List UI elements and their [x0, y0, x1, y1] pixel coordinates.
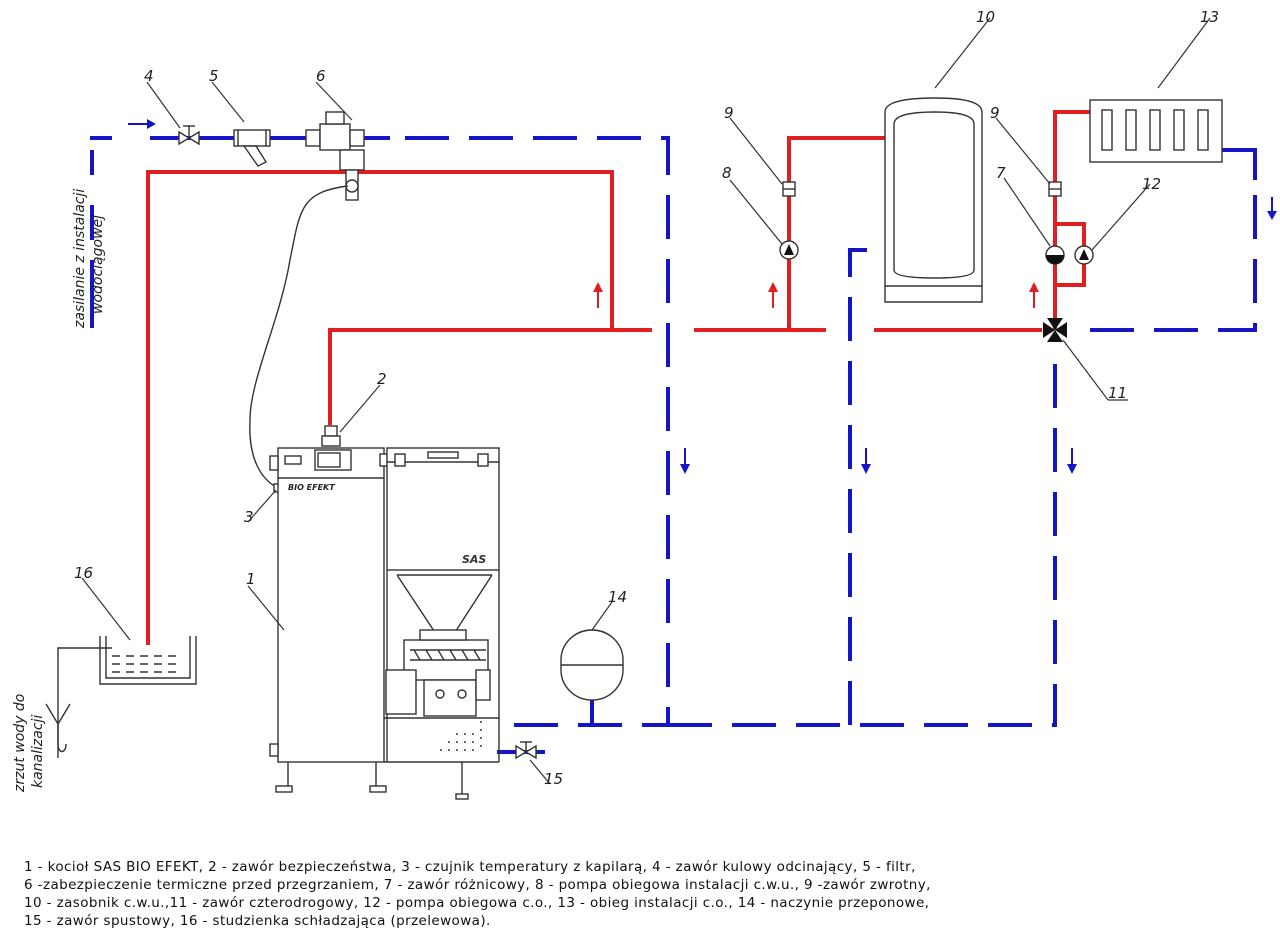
legend-line-1: 1 - kocioł SAS BIO EFEKT, 2 - zawór bezp…	[24, 859, 916, 875]
callout-4: 4	[144, 67, 154, 85]
callout-8: 8	[722, 164, 732, 182]
boiler-brand-label: BIO EFEKT	[288, 483, 335, 492]
flow-arrows	[128, 119, 1277, 474]
supply-label-line2: wodociągowej	[90, 215, 106, 314]
callout-14: 14	[608, 588, 627, 606]
legend-line-2: 6 -zabezpieczenie termiczne przed przegr…	[24, 877, 931, 893]
legend-line-4: 15 - zawór spustowy, 16 - studzienka sch…	[24, 913, 491, 929]
ch-pump-icon	[1074, 245, 1094, 265]
callout-12: 12	[1142, 175, 1161, 193]
check-valve-icon	[1048, 181, 1062, 197]
callout-2: 2	[377, 370, 387, 388]
callout-9-ch: 9	[990, 104, 1000, 122]
legend-line-3: 10 - zasobnik c.w.u.,11 - zawór czterodr…	[24, 895, 930, 911]
thermal-protection-valve-icon	[305, 111, 365, 201]
callout-11: 11	[1108, 384, 1127, 402]
supply-label-line1: zasilanie z instalacji	[72, 189, 88, 329]
arrow-up-icon	[768, 282, 778, 308]
heating-system-diagram: BIO EFEKT SAS	[12, 8, 1277, 800]
arrow-down-icon	[1067, 448, 1077, 474]
safety-valve-icon	[321, 425, 341, 447]
capillary-tube	[249, 185, 349, 489]
filter-icon	[233, 129, 271, 167]
arrow-up-icon	[1029, 282, 1039, 308]
check-valve-icon	[782, 181, 796, 197]
drain-label-line1: zrzut wody do	[12, 694, 28, 793]
leader-lines	[81, 17, 1211, 785]
differential-valve-icon	[1045, 245, 1065, 265]
drain-label-line2: kanalizacji	[30, 715, 46, 788]
supply-label: zasilanie z instalacji wodociągowej	[72, 189, 106, 329]
radiator	[1089, 99, 1223, 163]
four-way-valve-icon	[1043, 318, 1067, 342]
drain-label: zrzut wody do kanalizacji	[12, 694, 46, 793]
sas-logo: SAS	[462, 553, 486, 566]
callout-16: 16	[74, 564, 93, 582]
boiler-sas-bio-efekt: BIO EFEKT	[269, 447, 389, 793]
legend: 1 - kocioł SAS BIO EFEKT, 2 - zawór bezp…	[24, 858, 1264, 930]
ball-valve-icon	[178, 125, 200, 146]
callout-10: 10	[976, 8, 995, 26]
return-pipes	[90, 136, 1257, 754]
dhw-tank	[884, 97, 983, 303]
callout-3: 3	[244, 508, 254, 526]
dhw-pump-icon	[779, 240, 799, 260]
cooling-well	[45, 636, 197, 758]
expansion-vessel	[560, 629, 624, 701]
burner-feeder	[384, 629, 499, 800]
arrow-down-icon	[1267, 197, 1277, 220]
callout-1: 1	[246, 570, 256, 588]
arrow-up-icon	[593, 282, 603, 308]
callout-6: 6	[316, 67, 326, 85]
callout-5: 5	[209, 67, 219, 85]
arrow-down-icon	[680, 448, 690, 474]
callout-numbers: 1 2 3 4 5 6 7 8 9 9 10 11 12 13 14 15 16	[74, 8, 1219, 788]
fuel-hopper: SAS	[386, 447, 500, 762]
drain-valve-icon	[515, 741, 537, 760]
arrow-down-icon	[861, 448, 871, 474]
arrow-right-icon	[128, 119, 156, 129]
callout-13: 13	[1200, 8, 1219, 26]
callout-9-dhw: 9	[724, 104, 734, 122]
callout-15: 15	[544, 770, 563, 788]
callout-7: 7	[996, 164, 1006, 182]
